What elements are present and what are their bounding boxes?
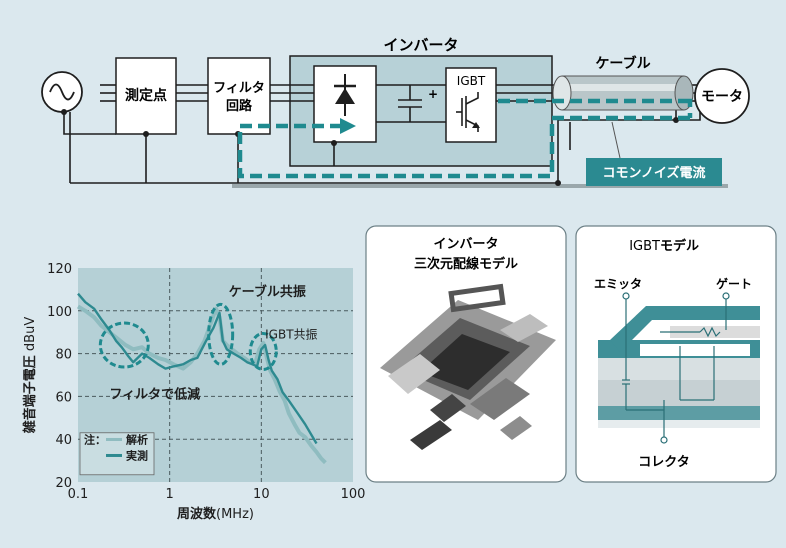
igbt-panel-title-suffix: モデル: [660, 238, 699, 254]
terminal-dots: [622, 292, 730, 444]
igbt-cross-section: [598, 306, 760, 428]
y-axis-title-main: 雑音端子電圧: [22, 355, 38, 434]
filter-reduction-highlight: [98, 321, 150, 369]
chart-layer: 0.1 1 10 100 20 40 60 80 100 120 フィルタで低減 ケーブル共振 IGBT…: [22, 262, 365, 522]
annotation-cable-resonance: ケーブル共振: [229, 284, 306, 300]
x-tick-label: 10: [253, 487, 270, 502]
y-tick-label: 20: [55, 476, 72, 491]
diode-icon: [334, 74, 356, 116]
y-axis-title: 雑音端子電圧 dBuV: [22, 317, 38, 435]
x-axis-title: 周波数(MHz): [177, 506, 254, 522]
legend-title: 注：: [84, 432, 106, 446]
igbt-box: [445, 67, 497, 143]
wiring-panel-title-line2: 三次元配線モデル: [414, 256, 518, 272]
wiring-panel-title-line1: インバータ: [433, 237, 498, 252]
x-tick-label: 100: [341, 487, 366, 502]
motor-label: モータ: [701, 89, 743, 105]
emitter-label: エミッタ: [594, 277, 642, 291]
igbt-panel-title-prefix: IGBT: [629, 239, 660, 254]
common-noise-label: コモンノイズ電流: [603, 165, 706, 181]
x-tick-label: 0.1: [68, 487, 89, 502]
cable-icon: [552, 75, 694, 111]
sine-wave-icon: [49, 83, 75, 101]
cable-title: ケーブル: [595, 55, 650, 72]
igbt-resonance-highlight: [248, 331, 278, 371]
igbt-label: IGBT: [457, 74, 486, 88]
inverter-title: インバータ: [383, 36, 458, 54]
common-noise-badge: [586, 158, 722, 186]
chassis-bar: [232, 184, 728, 188]
x-tick-label: 1: [166, 487, 174, 502]
plus-sign: +: [428, 87, 438, 101]
y-tick-label: 120: [47, 262, 72, 277]
gate-label: ゲート: [716, 276, 752, 291]
measure-point-label: 測定点: [125, 87, 167, 104]
annotation-igbt-resonance: IGBT共振: [265, 328, 317, 342]
y-tick-label: 100: [47, 305, 72, 320]
legend-label-0: 解析: [126, 432, 148, 446]
legend-label-1: 実測: [126, 448, 148, 462]
y-axis-title-unit: dBuV: [23, 317, 38, 356]
capacitor-icon: [376, 84, 446, 123]
wiring-model-illustration: [380, 283, 556, 450]
emitter-arrow-icon: [472, 122, 480, 128]
igbt-equivalent-circuit: [622, 296, 727, 440]
filter-box: [207, 57, 271, 135]
x-axis-title-main: 周波数: [177, 506, 217, 522]
label-leader-line: [611, 121, 621, 159]
filter-label-line2: 回路: [226, 98, 253, 114]
series-line-1: [77, 292, 318, 445]
cable-resonance-highlight: [207, 302, 235, 366]
y-tick-label: 60: [55, 390, 72, 405]
collector-label: コレクタ: [638, 455, 689, 470]
motor-icon: [694, 68, 750, 124]
noise-arrow-icon: [340, 118, 356, 134]
noise-current-path: [237, 98, 693, 179]
filter-label-line1: フィルタ: [213, 81, 265, 96]
x-axis-title-unit: (MHz): [216, 507, 254, 522]
junction-dots: [61, 109, 679, 186]
y-tick-label: 80: [55, 348, 72, 363]
y-tick-label: 40: [55, 433, 72, 448]
annotation-filter-reduction: フィルタで低減: [109, 387, 200, 403]
